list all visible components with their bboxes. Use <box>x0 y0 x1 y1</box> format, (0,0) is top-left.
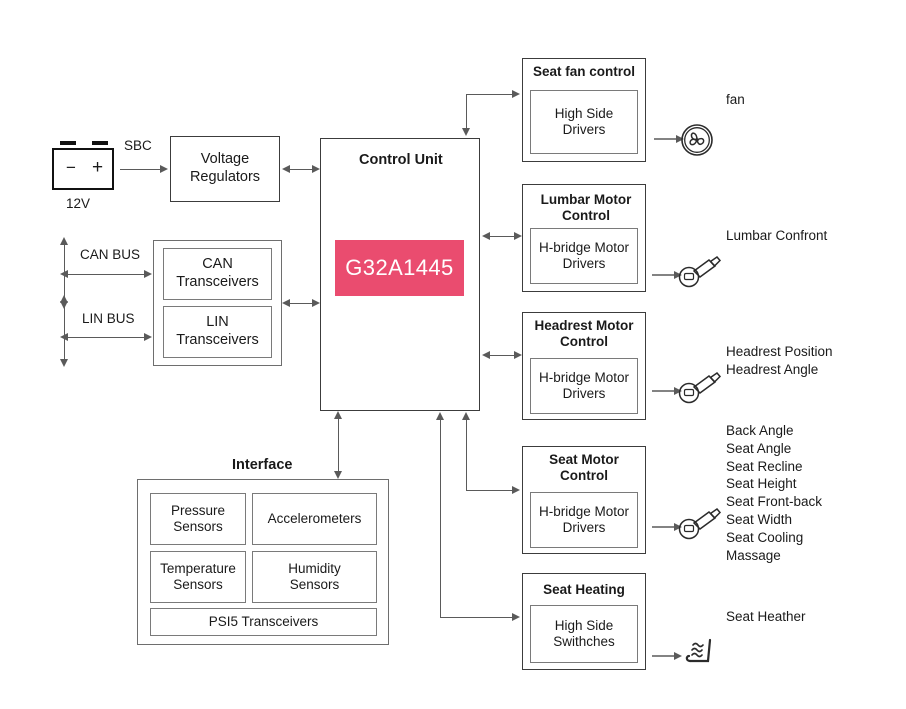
seat-motor-output-line <box>652 483 682 571</box>
lin-bus-arrowhead-down <box>59 359 68 367</box>
block-diagram-canvas: − + 12V SBC Voltage Regulators CAN BUS L… <box>52 58 833 670</box>
fan-icon <box>680 84 714 196</box>
fan-route-arrowhead <box>512 90 520 98</box>
headrest-motor-control-title: Headrest Motor Control <box>534 318 634 350</box>
lin-bus-vertical-line <box>64 301 65 361</box>
control-unit-title: Control Unit <box>359 152 443 168</box>
can-transceivers-block[interactable]: CAN Transceivers <box>163 248 272 300</box>
can-bus-label: CAN BUS <box>80 247 141 262</box>
regulator-to-control-line <box>288 169 314 170</box>
battery-minus-sign: − <box>66 158 76 177</box>
headrest-control-line <box>488 355 516 356</box>
humidity-sensors-block[interactable]: Humidity Sensors <box>252 551 377 603</box>
can-bus-h-arrowhead-left <box>60 270 68 278</box>
battery-to-regulator-arrowhead <box>160 165 168 173</box>
motor-icon <box>678 332 722 444</box>
seat-motor-route-vertical <box>466 418 467 491</box>
lin-bus-h-arrowhead-left <box>60 333 68 341</box>
seat-heating-output-line <box>652 612 682 700</box>
voltage-regulators-block[interactable]: Voltage Regulators <box>170 136 280 202</box>
headrest-control-arrowhead-left <box>482 351 490 359</box>
lumbar-control-line <box>488 236 516 237</box>
headrest-motor-driver-block[interactable]: H-bridge Motor Drivers <box>530 358 638 414</box>
fan-load-label: fan <box>726 92 745 107</box>
interface-to-control-arrowhead-up <box>333 411 342 419</box>
seat-fan-driver-block[interactable]: High Side Drivers <box>530 90 638 154</box>
battery-terminal-positive <box>92 141 108 145</box>
interface-title: Interface <box>232 457 293 473</box>
transceivers-to-control-arrowhead-left <box>282 299 290 307</box>
headrest-control-arrowhead-right <box>514 351 522 359</box>
lumbar-motor-control-title: Lumbar Motor Control <box>540 192 632 224</box>
seat-motor-driver-block[interactable]: H-bridge Motor Drivers <box>530 492 638 548</box>
seat-fan-control-title: Seat fan control <box>533 64 636 79</box>
headrest-output-line <box>652 347 682 435</box>
lumbar-output-line <box>652 231 682 319</box>
control-unit-chip-badge: G32A1445 <box>335 240 464 296</box>
accelerometers-block[interactable]: Accelerometers <box>252 493 377 545</box>
battery-terminal-negative <box>60 141 76 145</box>
lumbar-load-label: Lumbar Confront <box>726 228 828 243</box>
lumbar-motor-driver-block[interactable]: H-bridge Motor Drivers <box>530 228 638 284</box>
control-unit-bottom-arrowhead-right <box>461 412 470 420</box>
can-bus-h-arrowhead-right <box>144 270 152 278</box>
headrest-load-label: Headrest Position Headrest Angle <box>726 344 833 377</box>
control-unit-bottom-arrowhead-left <box>435 412 444 420</box>
transceivers-to-control-line <box>288 303 314 304</box>
seat-heating-route-vertical <box>440 418 441 618</box>
control-unit-top-arrowhead <box>461 128 470 136</box>
fan-output-line <box>654 95 684 183</box>
pressure-sensors-block[interactable]: Pressure Sensors <box>150 493 246 545</box>
motor-icon <box>678 216 722 328</box>
lumbar-control-arrowhead-left <box>482 232 490 240</box>
seat-motor-load-list: Back Angle Seat Angle Seat Recline Seat … <box>726 423 823 563</box>
interface-to-control-arrowhead-down <box>333 471 342 479</box>
seat-heating-title: Seat Heating <box>543 582 625 597</box>
lin-transceivers-block[interactable]: LIN Transceivers <box>163 306 272 358</box>
transceivers-to-control-arrowhead-right <box>312 299 320 307</box>
seat-heating-driver-block[interactable]: High Side Swithches <box>530 605 638 663</box>
lin-bus-h-arrowhead-right <box>144 333 152 341</box>
battery-plus-sign: + <box>92 157 104 178</box>
seat-heating-route-horizontal <box>440 617 514 618</box>
seat-heater-load-label: Seat Heather <box>726 609 806 624</box>
regulator-to-control-arrowhead-right <box>312 165 320 173</box>
motor-icon <box>678 468 722 580</box>
battery-to-regulator-line <box>120 169 162 170</box>
seat-motor-control-title: Seat Motor Control <box>549 452 619 484</box>
lumbar-control-arrowhead-right <box>514 232 522 240</box>
can-bus-arrowhead-up <box>59 237 68 245</box>
sbc-label: SBC <box>124 138 152 153</box>
lin-bus-arrowhead-up <box>59 295 68 303</box>
temperature-sensors-block[interactable]: Temperature Sensors <box>150 551 246 603</box>
fan-route-horizontal <box>466 94 514 95</box>
seat-heating-route-arrowhead <box>512 613 520 621</box>
seat-motor-route-horizontal <box>466 490 514 491</box>
seat-heater-icon <box>680 597 716 709</box>
regulator-to-control-arrowhead-left <box>282 165 290 173</box>
battery-voltage-label: 12V <box>66 196 91 211</box>
psi5-transceivers-block[interactable]: PSI5 Transceivers <box>150 608 377 636</box>
battery-icon <box>52 148 114 190</box>
can-bus-horizontal-line <box>66 274 148 275</box>
lin-bus-horizontal-line <box>66 337 148 338</box>
lin-bus-label: LIN BUS <box>82 311 135 326</box>
fan-route-vertical <box>466 94 467 130</box>
seat-motor-route-arrowhead <box>512 486 520 494</box>
can-bus-arrowhead-down <box>59 301 68 309</box>
interface-to-control-line <box>338 417 339 473</box>
